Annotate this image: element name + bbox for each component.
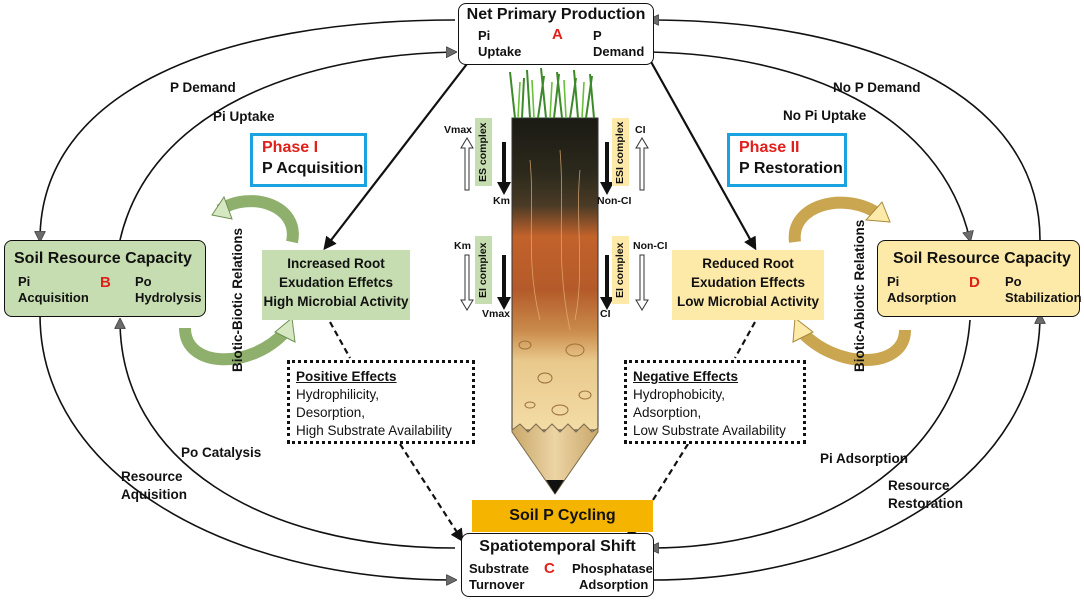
left-resource-left-1: Pi xyxy=(18,274,31,289)
right-resource-left-2: Adsorption xyxy=(887,290,957,305)
phase2-desc: P Restoration xyxy=(739,160,843,177)
arc-resource-restoration xyxy=(649,315,1040,581)
left-resource-letter: B xyxy=(100,274,111,291)
shift-right-2: Adsorption xyxy=(579,577,649,592)
arc-pi-uptake-left xyxy=(119,52,455,241)
arrow-npp-to-yellow xyxy=(649,59,757,251)
left-resource-right-2: Hydrolysis xyxy=(135,290,202,305)
npp-box xyxy=(458,3,654,65)
reduced-exudation-box xyxy=(672,250,824,320)
left-resource-box xyxy=(4,240,206,317)
shift-left-1: Substrate xyxy=(469,561,529,576)
es-complex-label: ES complex xyxy=(477,122,489,182)
label-nonci-right: Non-CI xyxy=(633,240,668,252)
ei-complex-tag-right xyxy=(612,236,629,304)
increased-line-2: Exudation Effetcs xyxy=(278,275,394,290)
increased-line-1: Increased Root xyxy=(287,256,385,271)
shift-title: Spatiotemporal Shift xyxy=(479,538,636,555)
arrow-npp-to-green xyxy=(323,59,471,251)
biotic-biotic-label: Biotic-Biotic Relations xyxy=(230,227,245,372)
label-vmax-bottom: Vmax xyxy=(482,308,511,320)
arc-no-pi-uptake xyxy=(649,51,970,240)
right-resource-title: Soil Resource Capacity xyxy=(893,250,1071,267)
label-nonci-mid: Non-CI xyxy=(597,195,632,207)
shift-right-1: Phosphatase xyxy=(572,561,653,576)
left-resource-right-1: Po xyxy=(135,274,152,289)
right-resource-box xyxy=(877,240,1080,317)
right-resource-left-1: Pi xyxy=(887,274,900,289)
ei-complex-tag-left xyxy=(475,236,492,304)
phase2-name: Phase II xyxy=(739,139,800,156)
esi-complex-tag xyxy=(612,118,629,186)
shift-left-2: Turnover xyxy=(469,577,525,592)
soil-p-cycling-bar xyxy=(472,500,653,532)
arc-pi-adsorption xyxy=(650,319,971,548)
arc-po-catalysis xyxy=(120,320,456,549)
right-resource-right-1: Po xyxy=(1005,274,1022,289)
label-km-mid: Km xyxy=(493,195,510,207)
phase1-name: Phase I xyxy=(262,139,319,156)
reduced-line-2: Exudation Effects xyxy=(690,275,806,290)
negative-effect-item: Adsorption, xyxy=(633,405,702,420)
label-resource-acquisition-2: Aquisition xyxy=(121,487,187,502)
soil-pencil-illustration xyxy=(509,67,599,495)
positive-effects-title: Positive Effects xyxy=(296,369,397,384)
label-resource-restoration-1: Resource xyxy=(888,478,950,493)
npp-right-2: Demand xyxy=(593,44,645,59)
biotic-abiotic-label: Biotic-Abiotic Relations xyxy=(852,219,867,372)
arc-p-demand-left xyxy=(40,19,456,240)
right-resource-right-2: Stabilization xyxy=(1005,290,1082,305)
increased-exudation-box xyxy=(262,250,410,320)
soil-p-cycling-label: Soil P Cycling xyxy=(509,507,616,524)
label-resource-restoration-2: Restoration xyxy=(888,496,964,511)
phase1-desc: P Acquisition xyxy=(262,160,364,177)
label-p-demand: P Demand xyxy=(170,80,236,95)
left-resource-title: Soil Resource Capacity xyxy=(14,250,192,267)
label-ci-bottom: CI xyxy=(600,308,611,320)
negative-effects-box xyxy=(624,360,806,444)
label-pi-uptake: Pi Uptake xyxy=(213,109,275,124)
right-resource-letter: D xyxy=(969,274,980,291)
dash-positive-to-shift xyxy=(399,443,464,543)
reduced-line-3: Low Microbial Activity xyxy=(676,294,820,309)
npp-left-2: Uptake xyxy=(478,44,522,59)
phase2-box xyxy=(727,133,847,187)
dash-yellow-negative xyxy=(734,321,756,359)
npp-letter: A xyxy=(552,26,563,43)
arc-no-p-demand xyxy=(650,20,1041,241)
reduced-line-1: Reduced Root xyxy=(702,256,794,271)
label-ci-top: CI xyxy=(635,124,646,136)
left-resource-left-2: Acquisition xyxy=(18,290,89,305)
dash-green-positive xyxy=(329,321,351,359)
label-km-left: Km xyxy=(454,240,471,252)
arc-resource-acquisition xyxy=(39,314,455,580)
label-vmax-top: Vmax xyxy=(444,124,473,136)
npp-left-1: Pi xyxy=(478,28,491,43)
npp-title: Net Primary Production xyxy=(466,6,646,23)
increased-line-3: High Microbial Activity xyxy=(263,294,409,309)
esi-complex-label: ESI complex xyxy=(614,121,626,184)
label-no-p-demand: No P Demand xyxy=(833,80,921,95)
label-pi-adsorption: Pi Adsorption xyxy=(820,451,908,466)
shift-letter: C xyxy=(544,560,555,577)
label-no-pi-uptake: No Pi Uptake xyxy=(783,108,867,123)
negative-effect-item: Low Substrate Availability xyxy=(633,423,786,438)
pencil-side-arrows xyxy=(460,137,649,311)
ei-complex-label-left: EI complex xyxy=(477,242,489,298)
label-resource-acquisition-1: Resource xyxy=(121,469,183,484)
positive-effect-item: Desorption, xyxy=(296,405,366,420)
npp-right-1: P xyxy=(593,28,602,43)
positive-effect-item: High Substrate Availability xyxy=(296,423,452,438)
phase1-box xyxy=(250,133,367,187)
positive-effects-box xyxy=(287,360,475,444)
positive-effect-item: Hydrophilicity, xyxy=(296,387,380,402)
negative-effect-item: Hydrophobicity, xyxy=(633,387,726,402)
ei-complex-label-right: EI complex xyxy=(614,242,626,298)
shift-box xyxy=(461,533,654,597)
negative-effects-title: Negative Effects xyxy=(633,369,739,384)
label-po-catalysis: Po Catalysis xyxy=(181,445,262,460)
es-complex-tag xyxy=(475,118,492,186)
